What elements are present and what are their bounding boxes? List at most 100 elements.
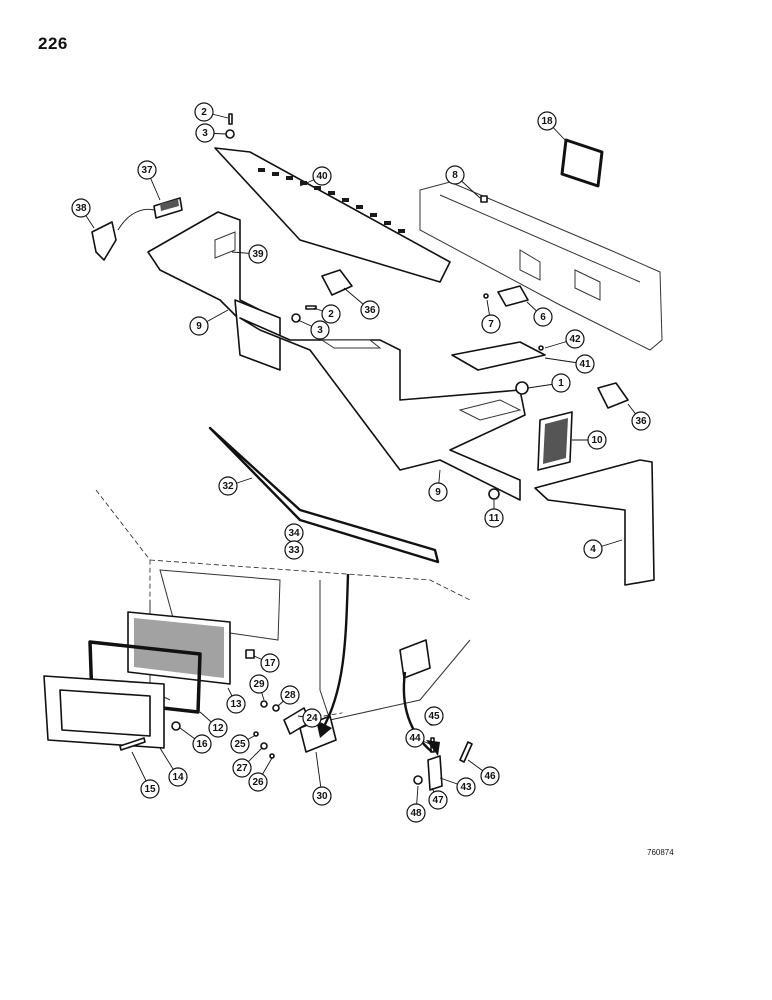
callout-circle bbox=[168, 767, 188, 787]
callout-number: 41 bbox=[579, 359, 591, 370]
side-panel-4 bbox=[534, 459, 655, 586]
grille-13 bbox=[127, 611, 231, 685]
callout-4: 4 bbox=[583, 539, 603, 559]
callout-circle bbox=[360, 300, 380, 320]
callout-number: 42 bbox=[569, 334, 581, 345]
callout-2: 2 bbox=[194, 102, 214, 122]
callout-number: 33 bbox=[288, 545, 300, 556]
callout-number: 43 bbox=[460, 782, 472, 793]
module-10 bbox=[537, 411, 573, 471]
callout-26: 26 bbox=[248, 772, 268, 792]
callout-circle bbox=[232, 758, 252, 778]
callout-42: 42 bbox=[565, 329, 585, 349]
callout-circle bbox=[248, 772, 268, 792]
callout-47: 47 bbox=[428, 790, 448, 810]
callout-36: 36 bbox=[360, 300, 380, 320]
callout-46: 46 bbox=[480, 766, 500, 786]
callout-circle bbox=[260, 653, 280, 673]
callout-circle bbox=[208, 718, 228, 738]
clip-36-lower bbox=[597, 382, 629, 409]
callout-circle bbox=[189, 316, 209, 336]
callout-10: 10 bbox=[587, 430, 607, 450]
callout-number: 1 bbox=[558, 378, 564, 389]
callout-circle bbox=[406, 803, 426, 823]
callout-25: 25 bbox=[230, 734, 250, 754]
callout-11: 11 bbox=[484, 508, 504, 528]
callout-number: 37 bbox=[141, 165, 153, 176]
callout-number: 7 bbox=[488, 319, 494, 330]
callout-circle bbox=[321, 304, 341, 324]
bracket-37 bbox=[153, 197, 183, 219]
callout-circle bbox=[137, 160, 157, 180]
pin-26 bbox=[269, 753, 275, 759]
callout-number: 4 bbox=[590, 544, 596, 555]
left-console-39 bbox=[147, 211, 281, 371]
callout-number: 6 bbox=[540, 312, 546, 323]
callout-circle bbox=[302, 708, 322, 728]
callout-circle bbox=[192, 734, 212, 754]
page-number: 226 bbox=[38, 34, 68, 53]
callout-circle bbox=[533, 307, 553, 327]
grommet-6 bbox=[497, 285, 529, 307]
callout-circle bbox=[218, 476, 238, 496]
callout-number: 36 bbox=[364, 305, 376, 316]
callout-circle bbox=[551, 373, 571, 393]
callout-number: 46 bbox=[484, 771, 496, 782]
callout-40: 40 bbox=[312, 166, 332, 186]
callout-circle bbox=[249, 674, 269, 694]
screw-7 bbox=[483, 293, 489, 299]
callout-number: 38 bbox=[75, 203, 87, 214]
callout-circle bbox=[248, 244, 268, 264]
top-panel-40 bbox=[214, 147, 451, 283]
knob-1 bbox=[515, 381, 529, 395]
screw-25 bbox=[253, 731, 259, 737]
callout-number: 18 bbox=[541, 116, 553, 127]
callout-circle bbox=[565, 329, 585, 349]
callout-39: 39 bbox=[248, 244, 268, 264]
washer-3-top bbox=[225, 129, 235, 139]
callout-circle bbox=[140, 779, 160, 799]
callout-18: 18 bbox=[537, 111, 557, 131]
callout-number: 9 bbox=[196, 321, 202, 332]
frame-14 bbox=[43, 675, 165, 749]
callout-29: 29 bbox=[249, 674, 269, 694]
callout-number: 30 bbox=[316, 791, 328, 802]
callout-45: 45 bbox=[424, 706, 444, 726]
callout-number: 25 bbox=[234, 739, 246, 750]
callout-13: 13 bbox=[226, 694, 246, 714]
movement-arrows bbox=[316, 573, 440, 756]
callout-number: 28 bbox=[284, 690, 296, 701]
rear-frame-panel bbox=[419, 181, 663, 351]
callout-27: 27 bbox=[232, 758, 252, 778]
callout-16: 16 bbox=[192, 734, 212, 754]
callout-48: 48 bbox=[406, 803, 426, 823]
callout-number: 12 bbox=[212, 723, 224, 734]
callout-circle bbox=[312, 786, 332, 806]
triangle-panel-32 bbox=[208, 426, 440, 564]
callout-circle bbox=[280, 685, 300, 705]
callout-circle bbox=[284, 540, 304, 560]
callout-6: 6 bbox=[533, 307, 553, 327]
callout-number: 3 bbox=[202, 128, 208, 139]
callout-circle bbox=[484, 508, 504, 528]
callout-circle bbox=[230, 734, 250, 754]
main-console-9 bbox=[239, 317, 526, 501]
callout-15: 15 bbox=[140, 779, 160, 799]
screw-2-top bbox=[228, 113, 233, 125]
callout-37: 37 bbox=[137, 160, 157, 180]
callout-number: 47 bbox=[432, 795, 444, 806]
washer-29 bbox=[260, 700, 268, 708]
callout-number: 40 bbox=[316, 171, 328, 182]
callout-9: 9 bbox=[189, 316, 209, 336]
callout-number: 15 bbox=[144, 784, 156, 795]
callout-32: 32 bbox=[218, 476, 238, 496]
callout-36: 36 bbox=[631, 411, 651, 431]
callout-number: 24 bbox=[306, 713, 318, 724]
callout-circle bbox=[428, 482, 448, 502]
callout-24: 24 bbox=[302, 708, 322, 728]
callout-circle bbox=[71, 198, 91, 218]
hinge-assy bbox=[399, 639, 473, 791]
callout-circle bbox=[575, 354, 595, 374]
callout-number: 13 bbox=[230, 699, 242, 710]
callout-circle bbox=[226, 694, 246, 714]
